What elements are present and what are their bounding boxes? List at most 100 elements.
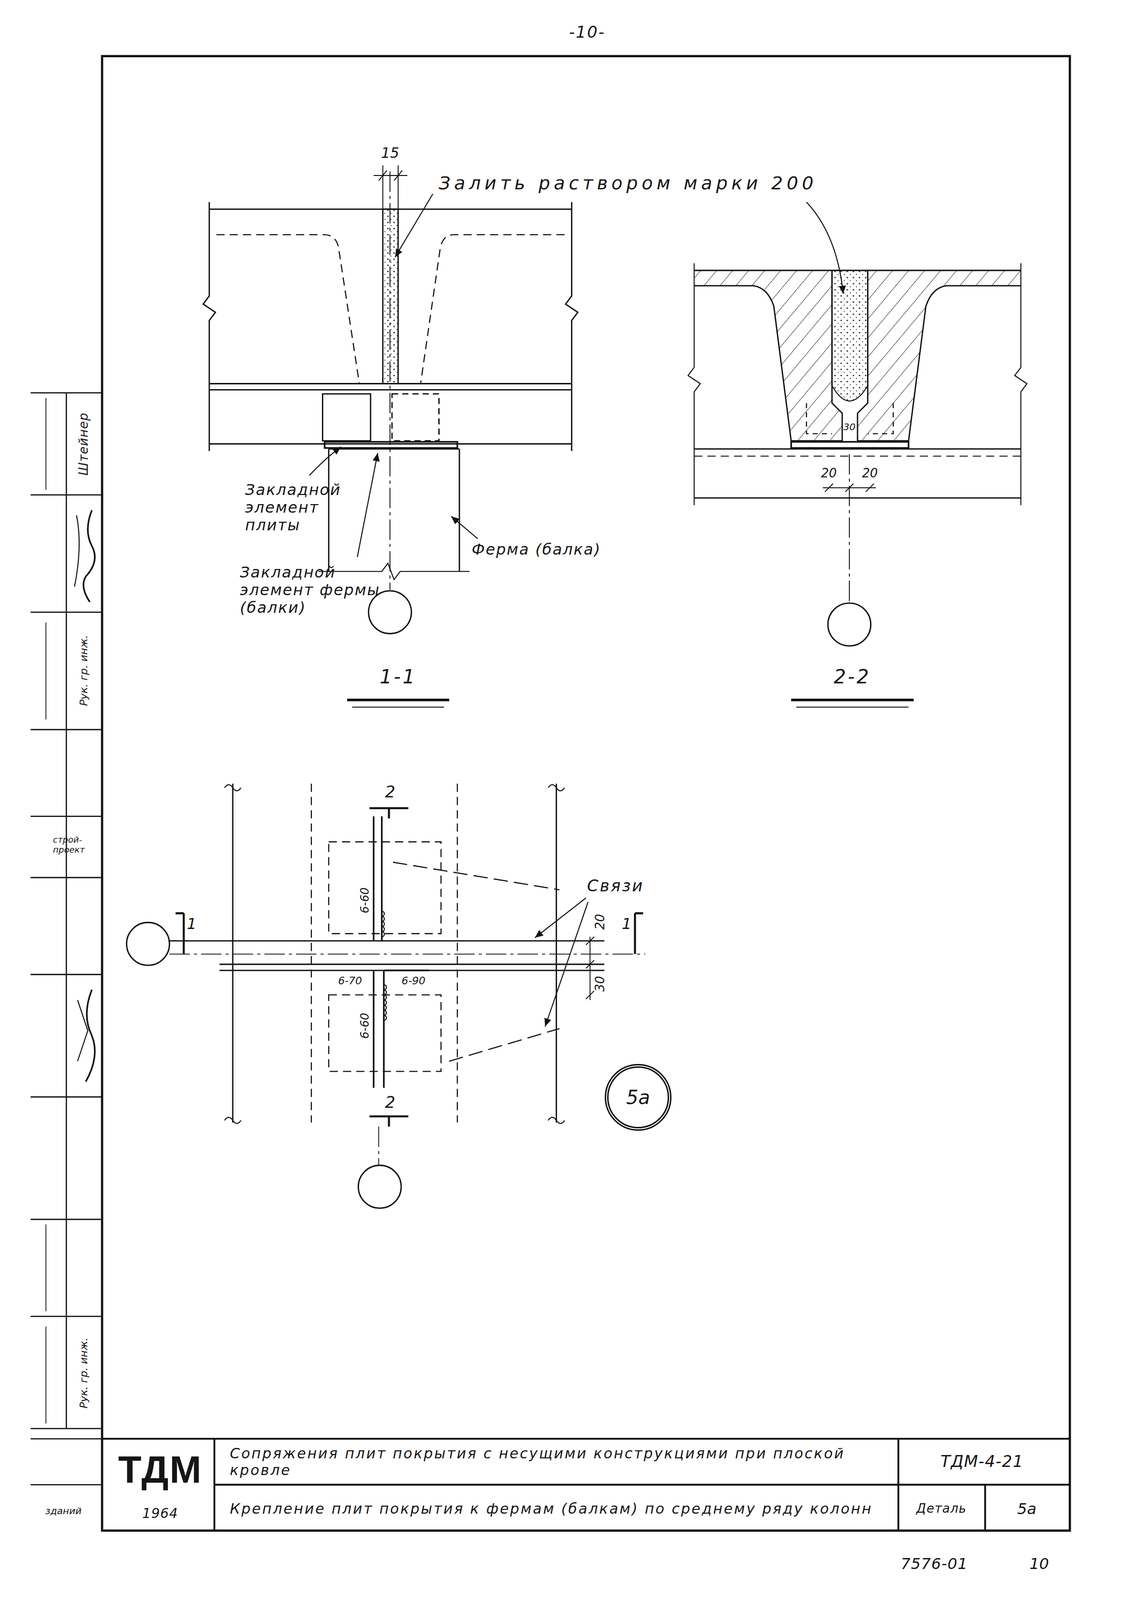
weld-mark: 6-90: [401, 974, 426, 987]
section-2-2: [694, 270, 843, 441]
section-2-2: [688, 263, 1028, 506]
dimension: 20: [861, 466, 878, 481]
section-1-1: [392, 393, 439, 441]
title-text: Крепление плит покрытия к фермам (балкам…: [229, 1500, 894, 1518]
dimension: 20: [593, 913, 608, 930]
section-1-1: [382, 209, 399, 384]
detail-number: 5а: [626, 1086, 651, 1109]
approval-strip: [83, 510, 95, 603]
organisation: зданий: [45, 1505, 82, 1517]
plan-view: [545, 901, 589, 1027]
section-2-2: [822, 483, 876, 492]
detail-marker: 5а: [604, 1064, 672, 1131]
dimension: 30: [593, 975, 608, 992]
part-label: Закладной элемент фермы (балки): [239, 563, 393, 617]
section-2-2: [688, 263, 1028, 708]
section-title: 2-2: [833, 665, 871, 688]
section-1-1: [347, 698, 450, 702]
part-label: Закладной элемент плиты: [245, 481, 358, 534]
plan-view: [634, 913, 643, 955]
plan-view: [378, 1126, 380, 1166]
plan-view: [126, 922, 170, 966]
dimension: 15: [381, 144, 400, 162]
plan-view: [232, 783, 557, 1123]
drawing-frame: [102, 56, 1070, 1531]
section-2-2: [694, 270, 843, 441]
sheet-number: 10: [1029, 1555, 1050, 1573]
section-2-2: [827, 603, 871, 647]
section-1-1: [357, 453, 378, 558]
plan-view: [383, 984, 387, 1021]
section-2-2: [832, 270, 868, 402]
section-1-1: [373, 165, 408, 210]
year: 1964: [142, 1506, 178, 1522]
plan-view: [383, 969, 429, 972]
plan-view: [369, 1116, 409, 1127]
dimension: 30: [843, 421, 856, 433]
section-1-1: [322, 393, 371, 441]
plan-view: [369, 808, 409, 819]
approval-strip: [85, 989, 95, 1082]
section-mark: 1: [186, 915, 197, 933]
plan-view: [328, 994, 441, 1072]
section-1-1: [328, 448, 460, 572]
part-label: Ферма (балка): [471, 540, 601, 559]
weld-mark: 6-60: [358, 1012, 372, 1039]
plan-view: [392, 862, 560, 1062]
section-1-1: [324, 441, 458, 448]
weld-mark: 6-60: [358, 887, 372, 914]
section-2-2: [857, 270, 1021, 441]
section-2-2: [857, 270, 1021, 441]
detail-number: 5а: [1017, 1500, 1037, 1519]
section-1-1: [203, 165, 844, 708]
section-mark: 2: [384, 1093, 396, 1112]
approval-strip: [45, 397, 47, 1424]
drawing-frame: [102, 1438, 1070, 1531]
section-1-1: [451, 516, 478, 539]
drawing-code: ТДМ-4-21: [940, 1452, 1024, 1471]
plan-view: [373, 816, 382, 941]
weld-mark: 6-70: [338, 974, 362, 987]
plan-view: [328, 841, 441, 934]
section-1-1: [394, 194, 433, 258]
organisation: строй-проект: [52, 835, 94, 855]
approval-strip: [30, 392, 103, 1485]
section-1-1: [389, 171, 391, 590]
section-1-1: [209, 209, 572, 445]
section-2-2: [791, 698, 914, 702]
title-text: Сопряжения плит покрытия с несущими конс…: [229, 1445, 894, 1479]
page-number: -10-: [568, 22, 606, 42]
note: Залить раствором марки 200: [438, 173, 818, 195]
plan-view: [126, 783, 645, 1209]
section-1-1: [318, 563, 470, 580]
plan-view: [373, 970, 384, 1088]
plan-view: [175, 913, 184, 955]
section-2-2: [791, 441, 909, 448]
part-label: Связи: [587, 876, 644, 896]
section-2-2: [848, 454, 850, 603]
approval-strip: [30, 392, 103, 1485]
approval-strip: [74, 515, 80, 588]
dimension: 20: [820, 466, 837, 481]
section-title: 1-1: [379, 665, 417, 688]
section-1-1: [203, 202, 579, 452]
signatory-role: Рук. гр. инж.: [77, 635, 90, 707]
field-name: Деталь: [916, 1501, 967, 1517]
plan-view: [358, 1165, 402, 1209]
section-2-2: [806, 402, 894, 434]
plan-view: [169, 953, 645, 955]
approval-strip: [77, 1000, 88, 1062]
section-2-2: [694, 448, 1022, 498]
logo: ТДМ: [118, 1447, 203, 1492]
drawing-frame: [102, 56, 1070, 1531]
signatory-name: Штейнер: [76, 412, 92, 476]
section-1-1: [351, 706, 445, 708]
plan-view: [311, 783, 458, 1123]
plan-view: [382, 911, 385, 937]
section-2-2: [796, 706, 909, 708]
archive-number: 7576-01: [900, 1555, 969, 1573]
section-mark: 2: [384, 782, 396, 802]
plan-view: [535, 898, 587, 938]
